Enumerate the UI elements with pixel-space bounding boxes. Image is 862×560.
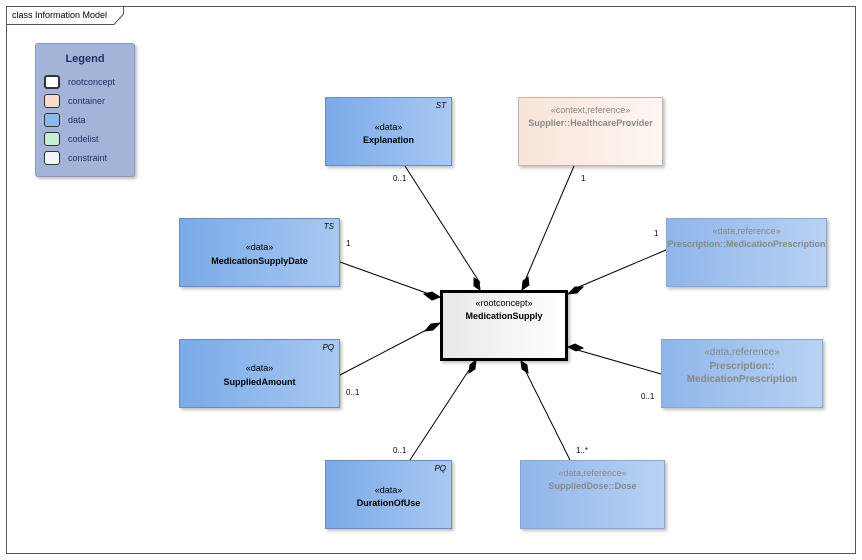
diamond-duration [468,358,477,375]
frame-tab [6,6,124,25]
connector-prescription1 [573,249,667,290]
legend-swatch [44,132,60,146]
node-explanation[interactable]: ST «data» Explanation [325,97,452,166]
legend-swatch [44,75,60,89]
legend-swatch [44,94,60,108]
multiplicity-prescription-2: 0..1 [641,392,655,401]
connector-supplier [523,165,575,284]
node-prescription-1[interactable]: «data,reference» Prescription::Medicatio… [666,218,827,287]
node-prescription-2[interactable]: «data,reference» Prescription:: Medicati… [661,339,823,408]
diamond-prescription2 [566,343,585,352]
diamond-dose [520,359,529,375]
connector-amount [339,326,433,376]
multiplicity-supply-date: 1 [346,239,351,248]
node-duration-of-use[interactable]: PQ «data» DurationOfUse [325,460,452,529]
node-supplied-dose[interactable]: «data,reference» SuppliedDose::Dose [520,460,665,529]
connector-explanation [404,165,481,284]
legend-swatch [44,151,60,165]
multiplicity-duration: 0..1 [393,446,407,455]
multiplicity-explanation: 0..1 [393,174,407,183]
diamond-amount [423,322,442,332]
diamond-explanation [473,277,481,292]
diamond-prescription1 [566,286,585,295]
legend: Legend rootconcept container data codeli… [35,43,135,177]
diamond-supply-date [422,291,442,301]
multiplicity-supplied-dose: 1..* [576,446,589,455]
connector-supply-date [339,261,433,296]
connector-duration [409,366,472,461]
legend-swatch [44,113,60,127]
frame-title: class Information Model [12,10,108,20]
multiplicity-prescription-1: 1 [654,229,659,238]
diagram-frame [6,6,856,554]
node-supplier[interactable]: «context,reference» Supplier::Healthcare… [518,97,663,166]
legend-title: Legend [65,53,105,65]
connector-dose [523,367,571,461]
multiplicity-supplied-amount: 0..1 [346,388,360,397]
node-supplied-amount[interactable]: PQ «data» SuppliedAmount [179,339,340,408]
node-medication-supply[interactable]: «rootconcept» MedicationSupply [440,290,568,361]
diamond-supplier [521,276,530,292]
multiplicity-supplier: 1 [581,174,586,183]
node-medication-supply-date[interactable]: TS «data» MedicationSupplyDate [179,218,340,287]
connector-prescription2 [573,348,662,375]
